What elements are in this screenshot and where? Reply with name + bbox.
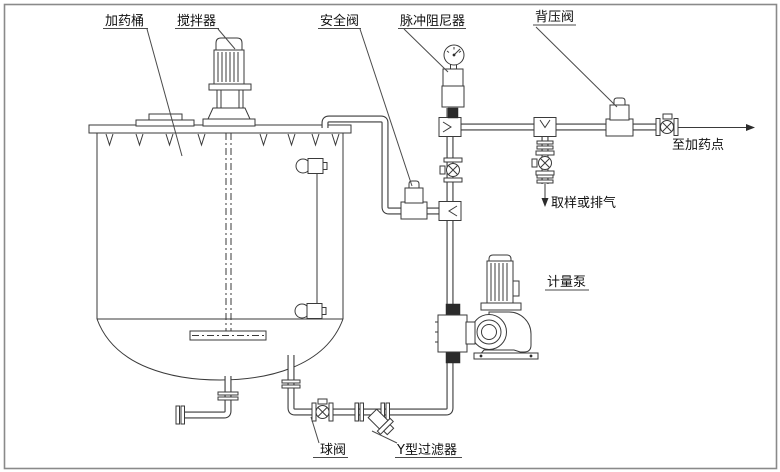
bpv-body — [609, 104, 630, 121]
level-sensor-low-nub — [321, 307, 327, 315]
level-sensor-low-body — [306, 303, 323, 319]
sampling-union — [536, 140, 554, 145]
ball-valve-bottom — [311, 398, 334, 422]
safety-valve — [400, 180, 428, 220]
tank-dished-bottom — [96, 318, 344, 381]
label-back-pressure-valve: 背压阀 — [535, 10, 574, 25]
valve-handle — [439, 165, 446, 175]
level-sensor-high-nub — [322, 162, 328, 170]
leader-ball-valve — [310, 416, 320, 444]
y-strainer — [354, 402, 395, 436]
damper-body-upper — [442, 68, 464, 87]
suction-flange — [281, 379, 301, 384]
leader-dosing-tank — [146, 28, 183, 157]
agitator — [189, 37, 267, 341]
damper-body-lower — [441, 85, 465, 108]
valve-flange — [673, 118, 679, 136]
tank-lid-gussets — [105, 133, 340, 147]
flow-arrow-to-dosing-point — [678, 124, 755, 131]
agitator-motor-cap — [215, 37, 243, 51]
level-gauge — [294, 158, 328, 319]
label-sampling-or-vent: 取样或排气 — [551, 195, 616, 211]
strainer-flange — [385, 402, 390, 422]
safety-valve-base — [400, 201, 428, 220]
drawing-border — [3, 3, 778, 470]
pump-motor-fins — [490, 263, 508, 301]
labels: 加药桶 搅拌器 安全阀 脉冲阻尼器 背压阀 至加药点 取样或排气 计量泵 球阀 … — [103, 10, 724, 458]
label-pulse-damper: 脉冲阻尼器 — [400, 14, 465, 29]
label-agitator: 搅拌器 — [177, 13, 216, 29]
label-y-strainer: Y型过滤器 — [396, 443, 457, 458]
valve-handle — [662, 113, 673, 120]
bpv-cap — [613, 97, 626, 106]
strainer-flange — [359, 402, 364, 422]
label-ball-valve: 球阀 — [320, 443, 346, 458]
valve-flange — [311, 402, 317, 422]
label-to-dosing-point: 至加药点 — [672, 138, 724, 153]
agitator-motor-fins — [217, 52, 239, 82]
label-metering-pump: 计量泵 — [547, 275, 586, 290]
flanges — [175, 140, 554, 425]
pump-front-hub — [481, 324, 497, 340]
drain-flange — [217, 396, 239, 401]
back-pressure-valve — [605, 97, 634, 137]
ball-valve-outlet — [655, 113, 679, 136]
manhole-base — [135, 119, 195, 127]
agitator-motor-flange — [208, 83, 252, 91]
drain-end-cap — [175, 405, 180, 425]
metering-pump — [435, 254, 539, 364]
pump-motor-flange — [480, 302, 522, 311]
pump-head-nut-top — [445, 303, 461, 316]
drain-flange — [217, 391, 239, 396]
pressure-gauge-icon — [443, 44, 465, 66]
tee-safety-branch — [438, 201, 462, 221]
bpv-base — [605, 118, 634, 137]
valve-flange — [535, 170, 555, 176]
damper-nipple — [447, 107, 459, 119]
label-dosing-tank: 加药桶 — [105, 14, 144, 29]
level-sensor-high-body — [307, 158, 324, 174]
flow-arrow-sampling-down — [541, 184, 549, 207]
leader-back-pressure-valve — [535, 26, 618, 108]
leader-pulse-damper — [403, 28, 449, 73]
agitator-bell — [207, 107, 251, 120]
valve-flange — [535, 150, 555, 156]
agitator-motor-body — [213, 49, 245, 85]
leader-agitator — [217, 28, 236, 50]
sampling-valve — [531, 150, 555, 176]
sampling-union — [536, 145, 554, 150]
pump-head-nut-bottom — [445, 351, 461, 364]
leader-safety-valve — [359, 28, 413, 187]
pump-foot-plate — [473, 352, 539, 360]
strainer-flange — [354, 402, 359, 422]
tee-damper — [438, 117, 462, 137]
valve-handle — [531, 158, 538, 168]
ball-valve-main — [439, 157, 463, 183]
suction-flange — [281, 384, 301, 389]
valve-flange — [443, 177, 463, 183]
valve-flange — [443, 157, 463, 163]
manhole-cover — [148, 113, 183, 121]
pump-diaphragm-head — [437, 314, 468, 353]
leader-lines — [146, 26, 618, 444]
valve-handle — [317, 398, 328, 405]
pump-motor-cap — [488, 254, 512, 262]
safety-valve-body — [404, 187, 424, 204]
pump-head-bracket — [465, 321, 476, 345]
leader-y-strainer — [371, 430, 398, 444]
drain-end-cap — [180, 405, 185, 425]
valve-flange — [328, 402, 334, 422]
label-safety-valve: 安全阀 — [320, 13, 359, 29]
pulse-damper — [441, 44, 465, 119]
sampling-union — [536, 179, 554, 184]
tee-fittings — [438, 117, 557, 221]
strainer-leg — [367, 408, 395, 436]
valve-flange — [655, 118, 661, 136]
agitator-mount-flange — [202, 118, 256, 127]
safety-valve-cap — [408, 180, 420, 189]
pipework — [181, 108, 678, 419]
